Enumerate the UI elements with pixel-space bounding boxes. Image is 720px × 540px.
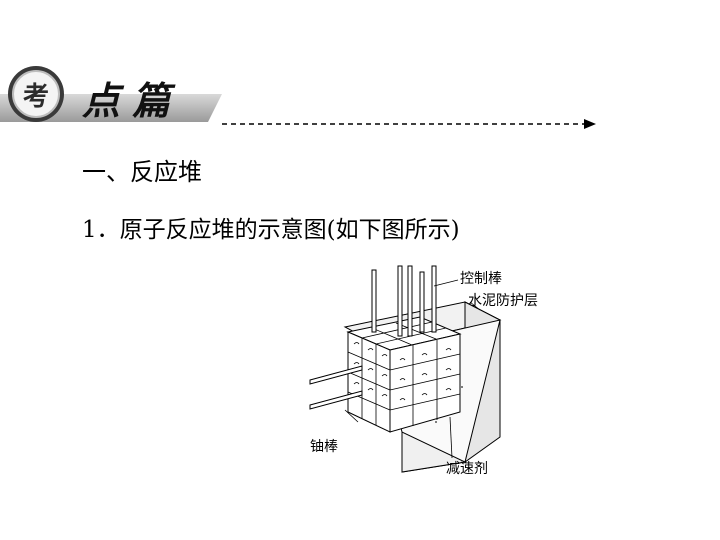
cement-block-base	[401, 431, 467, 473]
arrow-head-icon	[584, 119, 596, 129]
uranium-rods	[309, 365, 363, 410]
label-moderator: 减速剂	[446, 461, 488, 477]
heading-reactor: 一、反应堆	[82, 158, 202, 186]
control-rod-2	[397, 265, 403, 337]
uranium-rod-1	[309, 365, 363, 385]
core-side	[389, 333, 461, 433]
kao-badge-icon: 考	[8, 66, 64, 122]
label-uranium-rods: 铀棒	[310, 439, 338, 455]
control-rods	[371, 265, 437, 337]
label-leaders	[344, 279, 481, 459]
label-control-rods: 控制棒	[460, 271, 502, 287]
core-front	[347, 331, 391, 433]
reactor-diagram-caption: 1．原子反应堆的示意图(如下图所示)	[82, 217, 460, 243]
control-rod-5	[431, 265, 437, 333]
section-title: 点篇	[82, 79, 183, 123]
reactor-diagram: 控制棒 水泥防护层 铀棒 减速剂	[300, 262, 560, 482]
label-cement-layer: 水泥防护层	[468, 293, 538, 309]
reactor-diagram-svg	[309, 265, 502, 473]
control-rod-4	[419, 271, 425, 333]
control-rod-3	[407, 265, 413, 337]
fuel-spiral-marks	[353, 342, 452, 401]
uranium-rod-2	[309, 390, 363, 410]
badge-char: 考	[12, 70, 60, 118]
control-rod-1	[371, 269, 377, 333]
